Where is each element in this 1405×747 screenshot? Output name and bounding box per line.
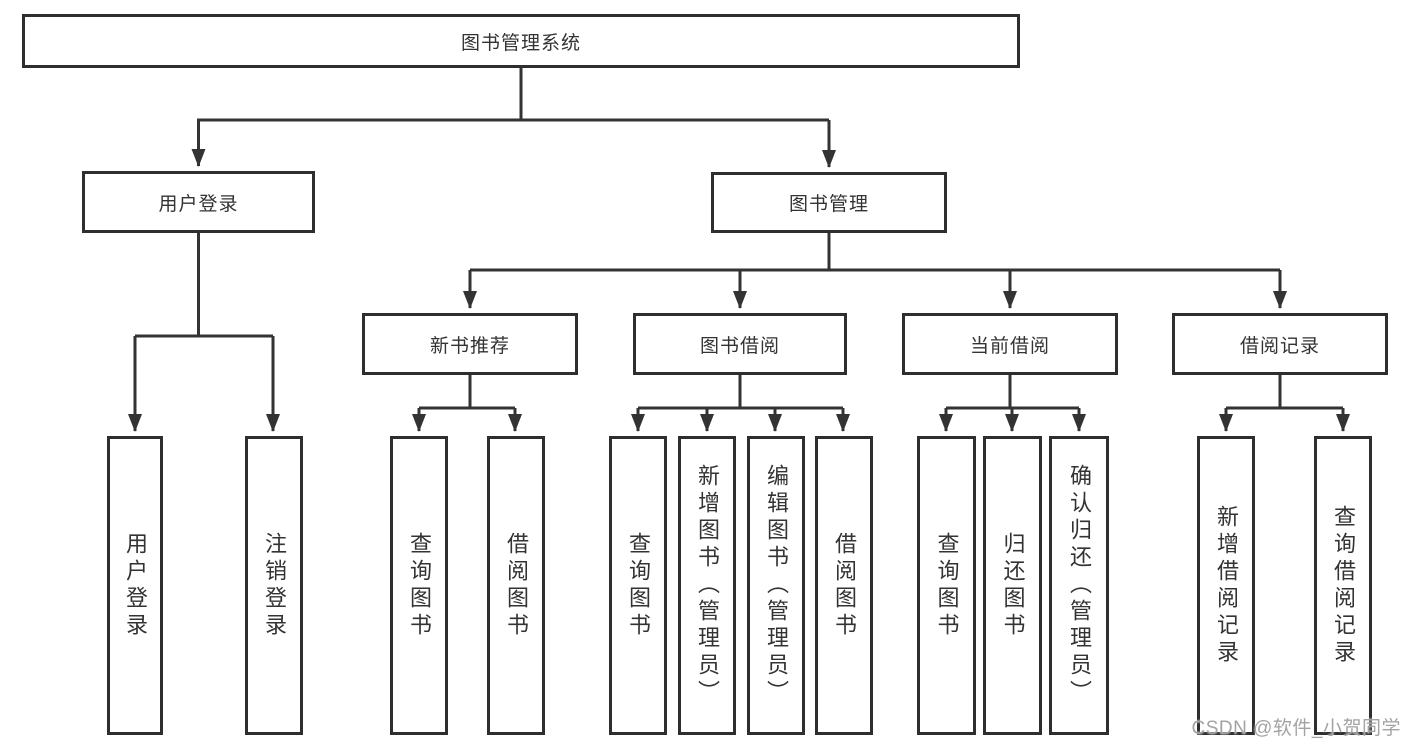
leaf-query-book-recommend: 查询图书 [390, 436, 448, 735]
node-borrow-record: 借阅记录 [1172, 313, 1388, 375]
node-user-login: 用户登录 [82, 171, 315, 233]
node-book-management-label: 图书管理 [788, 194, 869, 215]
leaf-borrow-book-label: 借阅图书 [832, 531, 857, 640]
leaf-query-book-borrow: 查询图书 [609, 436, 667, 735]
leaf-edit-book-admin: 编辑图书（管理员） [747, 436, 805, 735]
leaf-query-borrow-record: 查询借阅记录 [1314, 436, 1372, 735]
node-new-book-recommend-label: 新书推荐 [429, 335, 510, 357]
leaf-return-book-label: 归还图书 [1000, 531, 1026, 640]
node-book-borrow: 图书借阅 [633, 313, 847, 375]
node-new-book-recommend: 新书推荐 [362, 313, 578, 375]
leaf-query-book-borrow-label: 查询图书 [626, 531, 651, 640]
leaf-add-borrow-record-label: 新增借阅记录 [1214, 504, 1239, 667]
leaf-logout-label: 注销登录 [262, 531, 287, 640]
leaf-query-book-recommend-label: 查询图书 [407, 531, 432, 640]
node-book-borrow-label: 图书借阅 [699, 335, 780, 357]
leaf-borrow-book: 借阅图书 [815, 436, 873, 735]
node-book-management: 图书管理 [711, 172, 947, 233]
leaf-user-login: 用户登录 [107, 436, 163, 735]
leaf-query-book-current: 查询图书 [917, 436, 976, 735]
leaf-query-book-current-label: 查询图书 [934, 531, 960, 640]
leaf-add-borrow-record: 新增借阅记录 [1197, 436, 1255, 735]
leaf-borrow-book-recommend: 借阅图书 [487, 436, 545, 735]
node-current-borrow: 当前借阅 [902, 313, 1118, 375]
leaf-confirm-return-admin-label: 确认归还（管理员） [1067, 464, 1092, 707]
node-borrow-record-label: 借阅记录 [1239, 335, 1320, 357]
node-root: 图书管理系统 [22, 14, 1020, 68]
leaf-add-book-admin-label: 新增图书（管理员） [695, 464, 720, 707]
leaf-return-book: 归还图书 [983, 436, 1042, 735]
node-root-label: 图书管理系统 [460, 32, 581, 54]
leaf-borrow-book-recommend-label: 借阅图书 [504, 531, 529, 640]
leaf-add-book-admin: 新增图书（管理员） [678, 436, 736, 735]
leaf-edit-book-admin-label: 编辑图书（管理员） [764, 464, 789, 707]
csdn-watermark: CSDN @软件_小贺同学 [1191, 718, 1401, 739]
leaf-query-borrow-record-label: 查询借阅记录 [1331, 504, 1356, 667]
leaf-user-login-label: 用户登录 [123, 531, 148, 640]
leaf-confirm-return-admin: 确认归还（管理员） [1049, 436, 1109, 735]
node-user-login-label: 用户登录 [158, 193, 239, 215]
leaf-logout: 注销登录 [245, 436, 303, 735]
node-current-borrow-label: 当前借阅 [969, 335, 1050, 357]
